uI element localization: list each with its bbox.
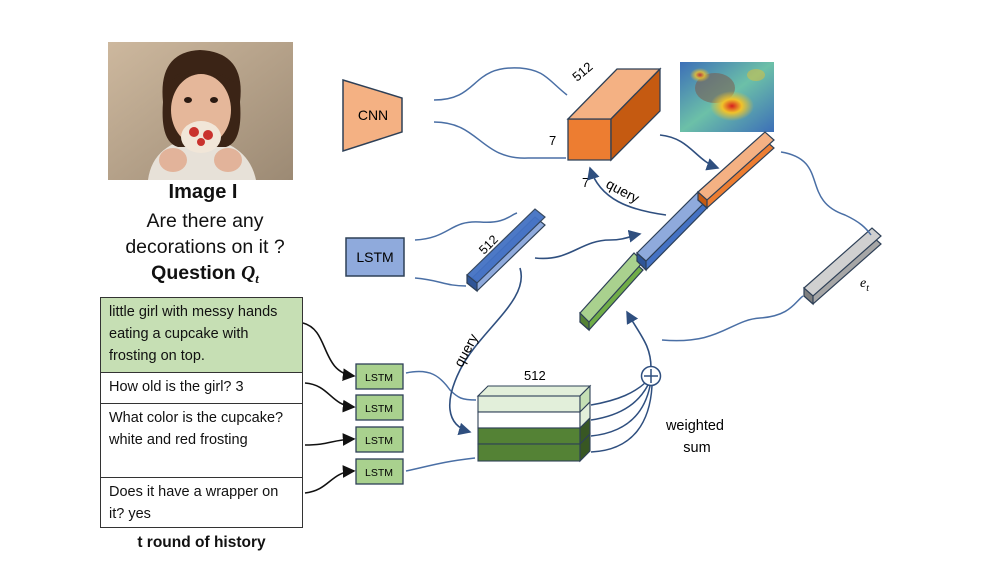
weighted-sum-word-2: sum — [683, 440, 710, 456]
weighted-sum-plus — [640, 365, 662, 387]
concatenated-feature-bar — [579, 131, 775, 332]
history-caption-row: little girl with messy hands eating a cu… — [101, 298, 302, 373]
attention-map-image — [680, 62, 774, 132]
question-symbol-subscript: t — [255, 271, 259, 286]
history-lstm-3-label: LSTM — [365, 435, 393, 447]
image-feature-dim-7-bottom: 7 — [582, 175, 589, 190]
question-lstm-block: LSTM — [345, 237, 405, 277]
history-table: little girl with messy hands eating a cu… — [100, 297, 303, 528]
cnn-label: CNN — [358, 107, 388, 123]
embedding-bar: et — [803, 227, 882, 306]
history-lstm-1-label: LSTM — [365, 372, 393, 384]
history-label: t round of history — [137, 534, 266, 551]
question-label-word: Question — [151, 262, 236, 284]
history-row-2: What color is the cupcake? white and red… — [101, 404, 302, 478]
cnn-block: CNN — [342, 78, 403, 153]
embedding-label-main: e — [860, 276, 866, 291]
image-feature-dim-7-left: 7 — [549, 133, 556, 148]
question-text: Are there any decorations on it ? — [125, 210, 285, 258]
history-row-3: Does it have a wrapper on it? yes — [109, 484, 279, 522]
flow-arrows — [449, 134, 720, 436]
question-label: Question Qt — [100, 262, 310, 287]
image-feature-cuboid: 512 7 7 — [549, 59, 662, 190]
history-lstm-1: LSTM — [355, 363, 404, 390]
image-label: Image I — [168, 181, 238, 203]
weighted-sum-word-1: weighted — [665, 418, 724, 434]
history-lstm-4-label: LSTM — [365, 467, 393, 479]
input-image — [108, 42, 293, 180]
history-lstm-4: LSTM — [355, 458, 404, 485]
query-label-mid: query — [451, 331, 482, 369]
history-row-1: How old is the girl? 3 — [101, 373, 302, 404]
image-feature-dim-512: 512 — [569, 59, 595, 84]
embedding-label: et — [860, 276, 869, 294]
history-lstm-2: LSTM — [355, 394, 404, 421]
connector-curves — [405, 67, 872, 472]
query-label-top: query — [604, 176, 642, 207]
history-lstm-2-label: LSTM — [365, 403, 393, 415]
history-to-lstm-arrows — [302, 322, 356, 494]
weighted-sum-curves — [590, 382, 653, 453]
embedding-label-subscript: t — [866, 283, 869, 294]
question-lstm-label: LSTM — [356, 249, 393, 265]
history-lstm-3: LSTM — [355, 426, 404, 453]
question-symbol: Q — [241, 263, 256, 284]
history-feature-dim: 512 — [524, 368, 546, 383]
weighted-sum-label: weighted sum — [665, 418, 728, 456]
history-feature-stack: 512 — [476, 368, 592, 463]
